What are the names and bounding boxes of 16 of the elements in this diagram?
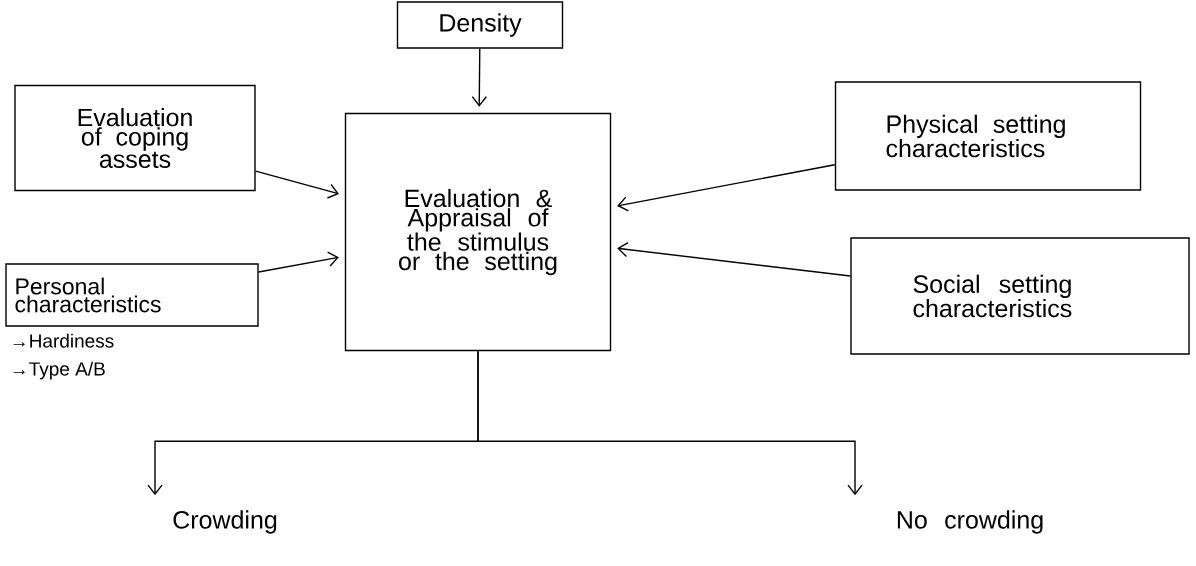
arrow bbox=[617, 164, 836, 212]
process-box: Evaluation of coping assets bbox=[14, 84, 256, 192]
process-box: Density bbox=[396, 1, 564, 49]
process-box: Personal characteristics bbox=[5, 263, 259, 327]
process-box: Physical setting characteristics bbox=[834, 81, 1142, 191]
arrow bbox=[258, 251, 339, 273]
arrow bbox=[477, 350, 863, 496]
outcome-label: Crowding bbox=[173, 510, 277, 534]
process-box: Evaluation & Appraisal of the stimulus or the setting bbox=[344, 112, 612, 352]
process-box: Social setting characteristics bbox=[850, 237, 1190, 355]
note-text: →Type A/B bbox=[13, 361, 105, 380]
note-text: →Hardiness bbox=[13, 333, 114, 348]
outcome-label: No crowding bbox=[897, 510, 1043, 534]
arrow bbox=[255, 170, 339, 199]
arrow bbox=[471, 48, 487, 107]
arrow bbox=[617, 241, 851, 277]
